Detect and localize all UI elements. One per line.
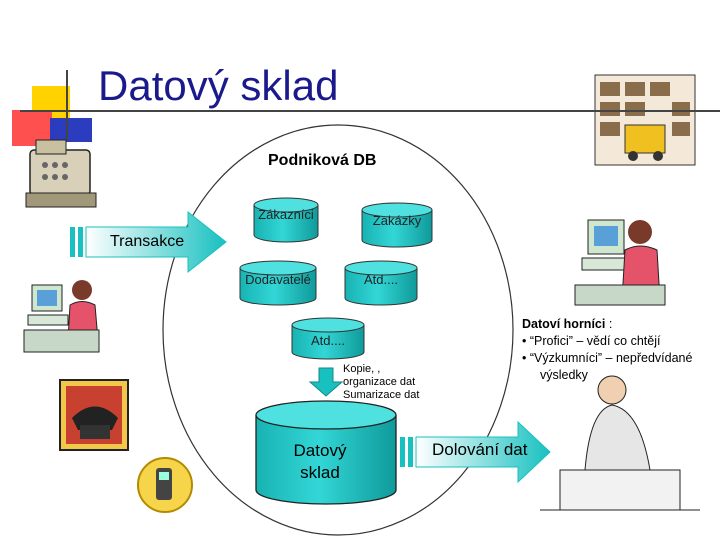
warehouse-forklift-illustration <box>594 74 696 166</box>
data-warehouse-label-line-1: Datový <box>293 441 347 460</box>
process-note-line-2: organizace dat <box>343 376 416 388</box>
data-mining-label: Dolování dat <box>432 440 528 459</box>
data-warehouse-label-line-2: sklad <box>300 463 340 482</box>
data-miners-heading-row: Datoví horníci : <box>522 316 692 333</box>
cylinder-customers <box>253 197 319 243</box>
data-warehouse-label: Datový sklad <box>285 440 355 484</box>
data-miners-bullet-2-cont: výsledky <box>540 368 588 382</box>
data-miners-colon: : <box>605 317 613 331</box>
cylinder-suppliers <box>239 260 317 306</box>
suppliers-label: Dodavatelé <box>245 272 311 287</box>
process-note-line-1: Kopie, , <box>343 363 381 375</box>
process-note: Kopie, , organizace dat Sumarizace dat <box>343 363 419 402</box>
transactions-label: Transakce <box>110 233 185 250</box>
deco-blue-bar <box>50 118 92 142</box>
mobile-phone-illustration <box>137 457 193 513</box>
enterprise-db-label: Podniková DB <box>268 152 377 169</box>
data-miners-note: Datoví horníci : • “Profici” – vědí co c… <box>522 316 692 384</box>
orders-label: Zakázky <box>372 213 422 228</box>
transactions-arrow <box>70 210 227 274</box>
process-down-arrow <box>308 367 344 397</box>
data-miners-bullet-2: • “Výzkumníci” – nepředvídané <box>522 351 693 365</box>
clerk-at-computer-illustration <box>23 280 100 353</box>
page-title: Datový sklad <box>98 62 339 109</box>
data-miners-bullet-1: • “Profici” – vědí co chtějí <box>522 334 661 348</box>
businessman-illustration <box>540 375 700 511</box>
title-divider-line <box>20 110 720 112</box>
cylinder-data-warehouse <box>255 400 397 505</box>
cylinder-etc-2 <box>291 317 365 360</box>
data-miners-heading: Datoví horníci <box>522 317 606 331</box>
cylinder-etc-1 <box>344 260 418 306</box>
process-note-line-3: Sumarizace dat <box>343 389 420 401</box>
cash-register-illustration <box>25 139 97 208</box>
etc-label-2: Atd.... <box>311 333 345 348</box>
etc-label-1: Atd.... <box>364 272 398 287</box>
enterprise-db-boundary <box>162 124 514 536</box>
data-mining-arrow <box>400 420 551 484</box>
customers-label: Zákazníci <box>258 207 314 222</box>
telephone-poster-illustration <box>59 379 129 451</box>
cylinder-orders <box>361 202 433 248</box>
deco-vertical-line <box>66 70 68 140</box>
analyst-at-computer-illustration <box>574 219 666 306</box>
